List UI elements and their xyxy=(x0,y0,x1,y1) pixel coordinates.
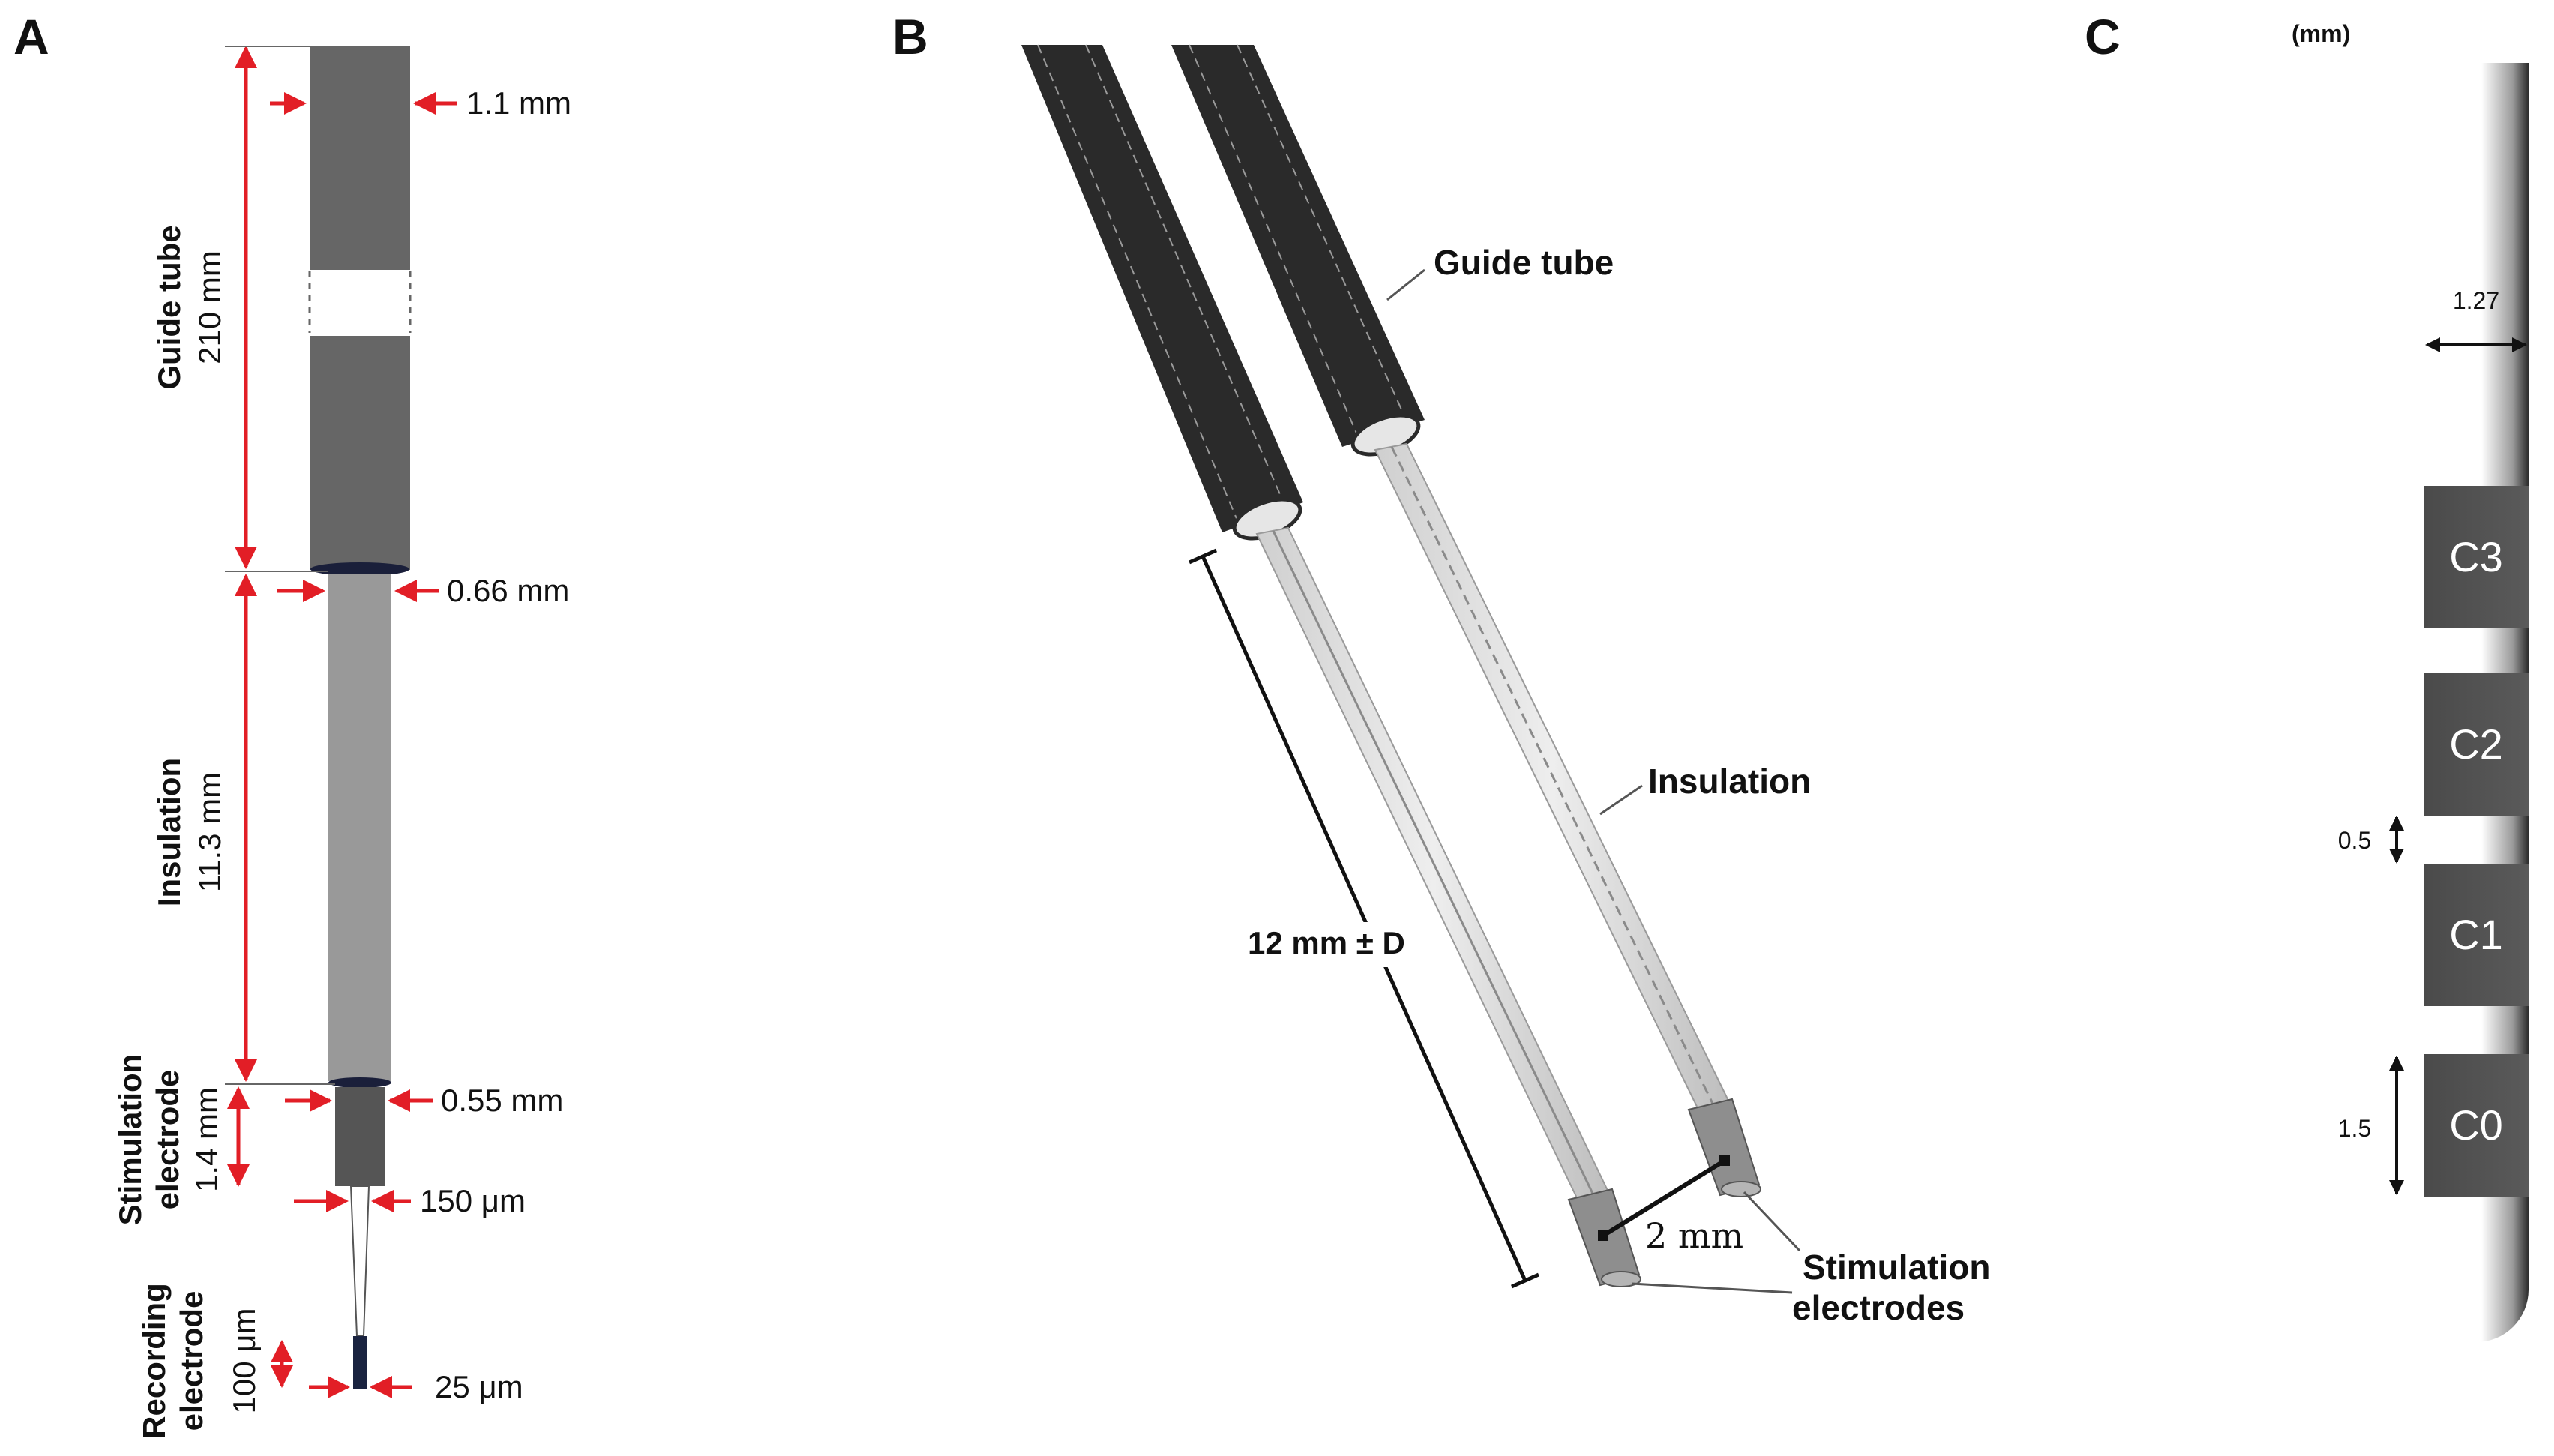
left-electrode-tip xyxy=(1601,1271,1641,1287)
guide-tube-length-label: 210 mm xyxy=(192,250,227,364)
insulation-width-label: 0.66 mm xyxy=(447,573,569,608)
left-guide-tube xyxy=(1021,45,1303,532)
contact-c2-label: C2 xyxy=(2449,721,2503,768)
length-bracket-top-cap xyxy=(1188,548,1218,565)
length-label: 12 mm ± D xyxy=(1248,925,1405,960)
contact-c0 xyxy=(2424,1054,2529,1197)
stim-callout-line1: Stimulation xyxy=(1803,1248,1990,1287)
spacing-endpoint-left xyxy=(1598,1230,1608,1241)
length-bracket-line xyxy=(1201,555,1527,1282)
right-guide-tube xyxy=(1171,45,1425,447)
unit-label: (mm) xyxy=(2292,20,2350,47)
contact-c1 xyxy=(2424,864,2529,1006)
guide-width-label: 1.1 mm xyxy=(466,85,571,121)
recording-electrode-label: electrode xyxy=(174,1291,209,1431)
left-insulation xyxy=(1255,526,1612,1207)
contact-c3-label: C3 xyxy=(2449,533,2503,580)
insulation-callout: Insulation xyxy=(1648,762,1811,801)
contact-length-label: 1.5 xyxy=(2338,1115,2371,1142)
spacing-line xyxy=(1602,1158,1726,1238)
left-insulation-core xyxy=(1272,530,1597,1200)
length-label-bg xyxy=(1245,922,1422,967)
contact-c3 xyxy=(2424,486,2529,628)
stimulation-label: Stimulation xyxy=(112,1054,148,1226)
left-lead xyxy=(1021,44,1641,1287)
rec-tip-width-label: 25 μm xyxy=(435,1369,523,1404)
recording-electrode-shaft xyxy=(349,1185,370,1337)
right-insulation-core xyxy=(1390,446,1717,1110)
panel-c: C (mm) C3 C2 C1 C0 1.27 0.5 1.5 xyxy=(2085,9,2529,1342)
left-guide-tube-seam-2 xyxy=(1085,44,1287,511)
guide-tube-label: Guide tube xyxy=(151,225,187,389)
panel-b-letter: B xyxy=(892,9,928,64)
insulation-segment xyxy=(328,574,391,1081)
stimulation-electrode-label: electrode xyxy=(150,1070,185,1210)
insulation-length-label: 11.3 mm xyxy=(192,772,227,892)
panel-a-letter: A xyxy=(13,9,49,64)
stimulation-length-label: 1.4 mm xyxy=(189,1087,224,1192)
spacing-endpoint-right xyxy=(1719,1155,1730,1166)
recording-electrode-tip xyxy=(353,1336,367,1389)
panel-b: B 12 mm ± D xyxy=(892,9,1990,1327)
guide-tube-rim xyxy=(310,562,409,576)
rec-top-width-label: 150 μm xyxy=(420,1183,526,1218)
gap-label: 0.5 xyxy=(2338,827,2371,854)
recording-length-label: 100 μm xyxy=(226,1308,262,1414)
length-bracket-bottom-cap xyxy=(1510,1272,1540,1289)
right-electrode-tip xyxy=(1721,1181,1761,1197)
insulation-label: Insulation xyxy=(151,758,187,906)
stim-width-label: 0.55 mm xyxy=(441,1083,563,1118)
guide-tube-callout: Guide tube xyxy=(1434,243,1614,282)
guide-tube-callout-line xyxy=(1386,268,1425,301)
stim-callout-line-right xyxy=(1743,1191,1801,1252)
spacing-label: 2 mm xyxy=(1645,1215,1743,1256)
insulation-rim xyxy=(328,1077,391,1088)
stimulation-electrode-segment xyxy=(335,1087,385,1186)
contact-c0-label: C0 xyxy=(2449,1101,2503,1149)
stim-callout-line-left xyxy=(1631,1282,1793,1294)
insulation-callout-line xyxy=(1599,784,1643,816)
recording-label: Recording xyxy=(136,1283,172,1439)
contact-c1-label: C1 xyxy=(2449,911,2503,958)
stim-callout-line2: electrodes xyxy=(1792,1288,1965,1327)
diameter-label: 1.27 xyxy=(2453,287,2499,314)
contact-c2 xyxy=(2424,673,2529,816)
right-guide-tube-seam-1 xyxy=(1189,44,1358,436)
guide-tube-upper-segment xyxy=(310,46,410,270)
guide-tube-lower-segment xyxy=(310,336,410,570)
right-stimulation-electrode xyxy=(1687,1098,1761,1197)
left-guide-tube-seam-1 xyxy=(1037,44,1238,521)
panel-c-letter: C xyxy=(2085,9,2121,64)
panel-a: A 1.1 mm 0.66 mm 0.55 mm xyxy=(13,9,571,1439)
right-lead xyxy=(1171,44,1761,1197)
right-guide-tube-seam-2 xyxy=(1237,44,1409,425)
